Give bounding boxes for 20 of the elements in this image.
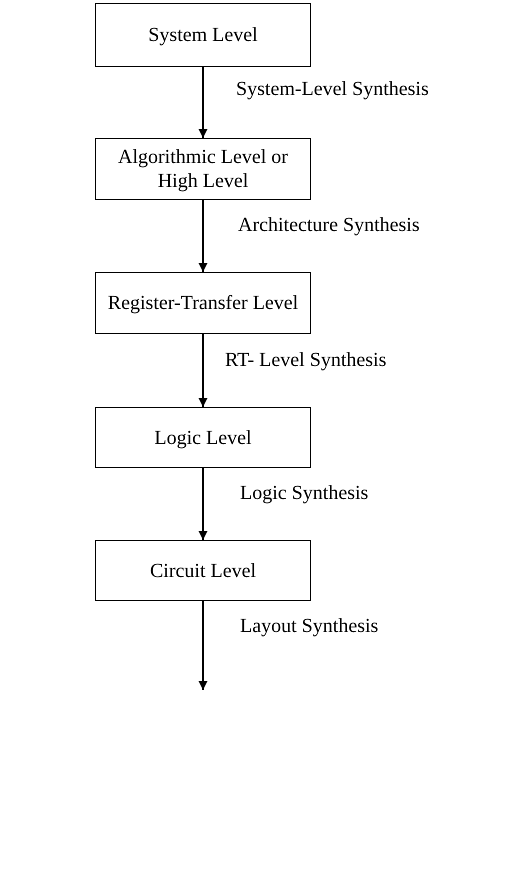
- edge-label: System-Level Synthesis: [236, 78, 429, 101]
- box-label: Circuit Level: [150, 558, 256, 582]
- edge-label: RT- Level Synthesis: [225, 349, 386, 372]
- process-box: [95, 407, 311, 468]
- box-label: Register-Transfer Level: [108, 291, 298, 315]
- edge-label: Architecture Synthesis: [238, 214, 420, 237]
- arrow: [198, 200, 208, 272]
- arrow: [198, 601, 208, 690]
- arrow: [198, 468, 208, 540]
- edge-label: Logic Synthesis: [240, 482, 368, 505]
- box-label: Logic Level: [154, 426, 252, 450]
- process-box: [95, 3, 311, 67]
- arrow: [198, 67, 208, 138]
- box-label: System Level: [148, 23, 258, 47]
- arrow: [198, 334, 208, 407]
- box-label: Algorithmic Level or High Level: [117, 145, 289, 193]
- process-box: [95, 138, 311, 200]
- process-box: [95, 540, 311, 601]
- edge-label: Layout Synthesis: [240, 615, 378, 638]
- process-box: [95, 272, 311, 334]
